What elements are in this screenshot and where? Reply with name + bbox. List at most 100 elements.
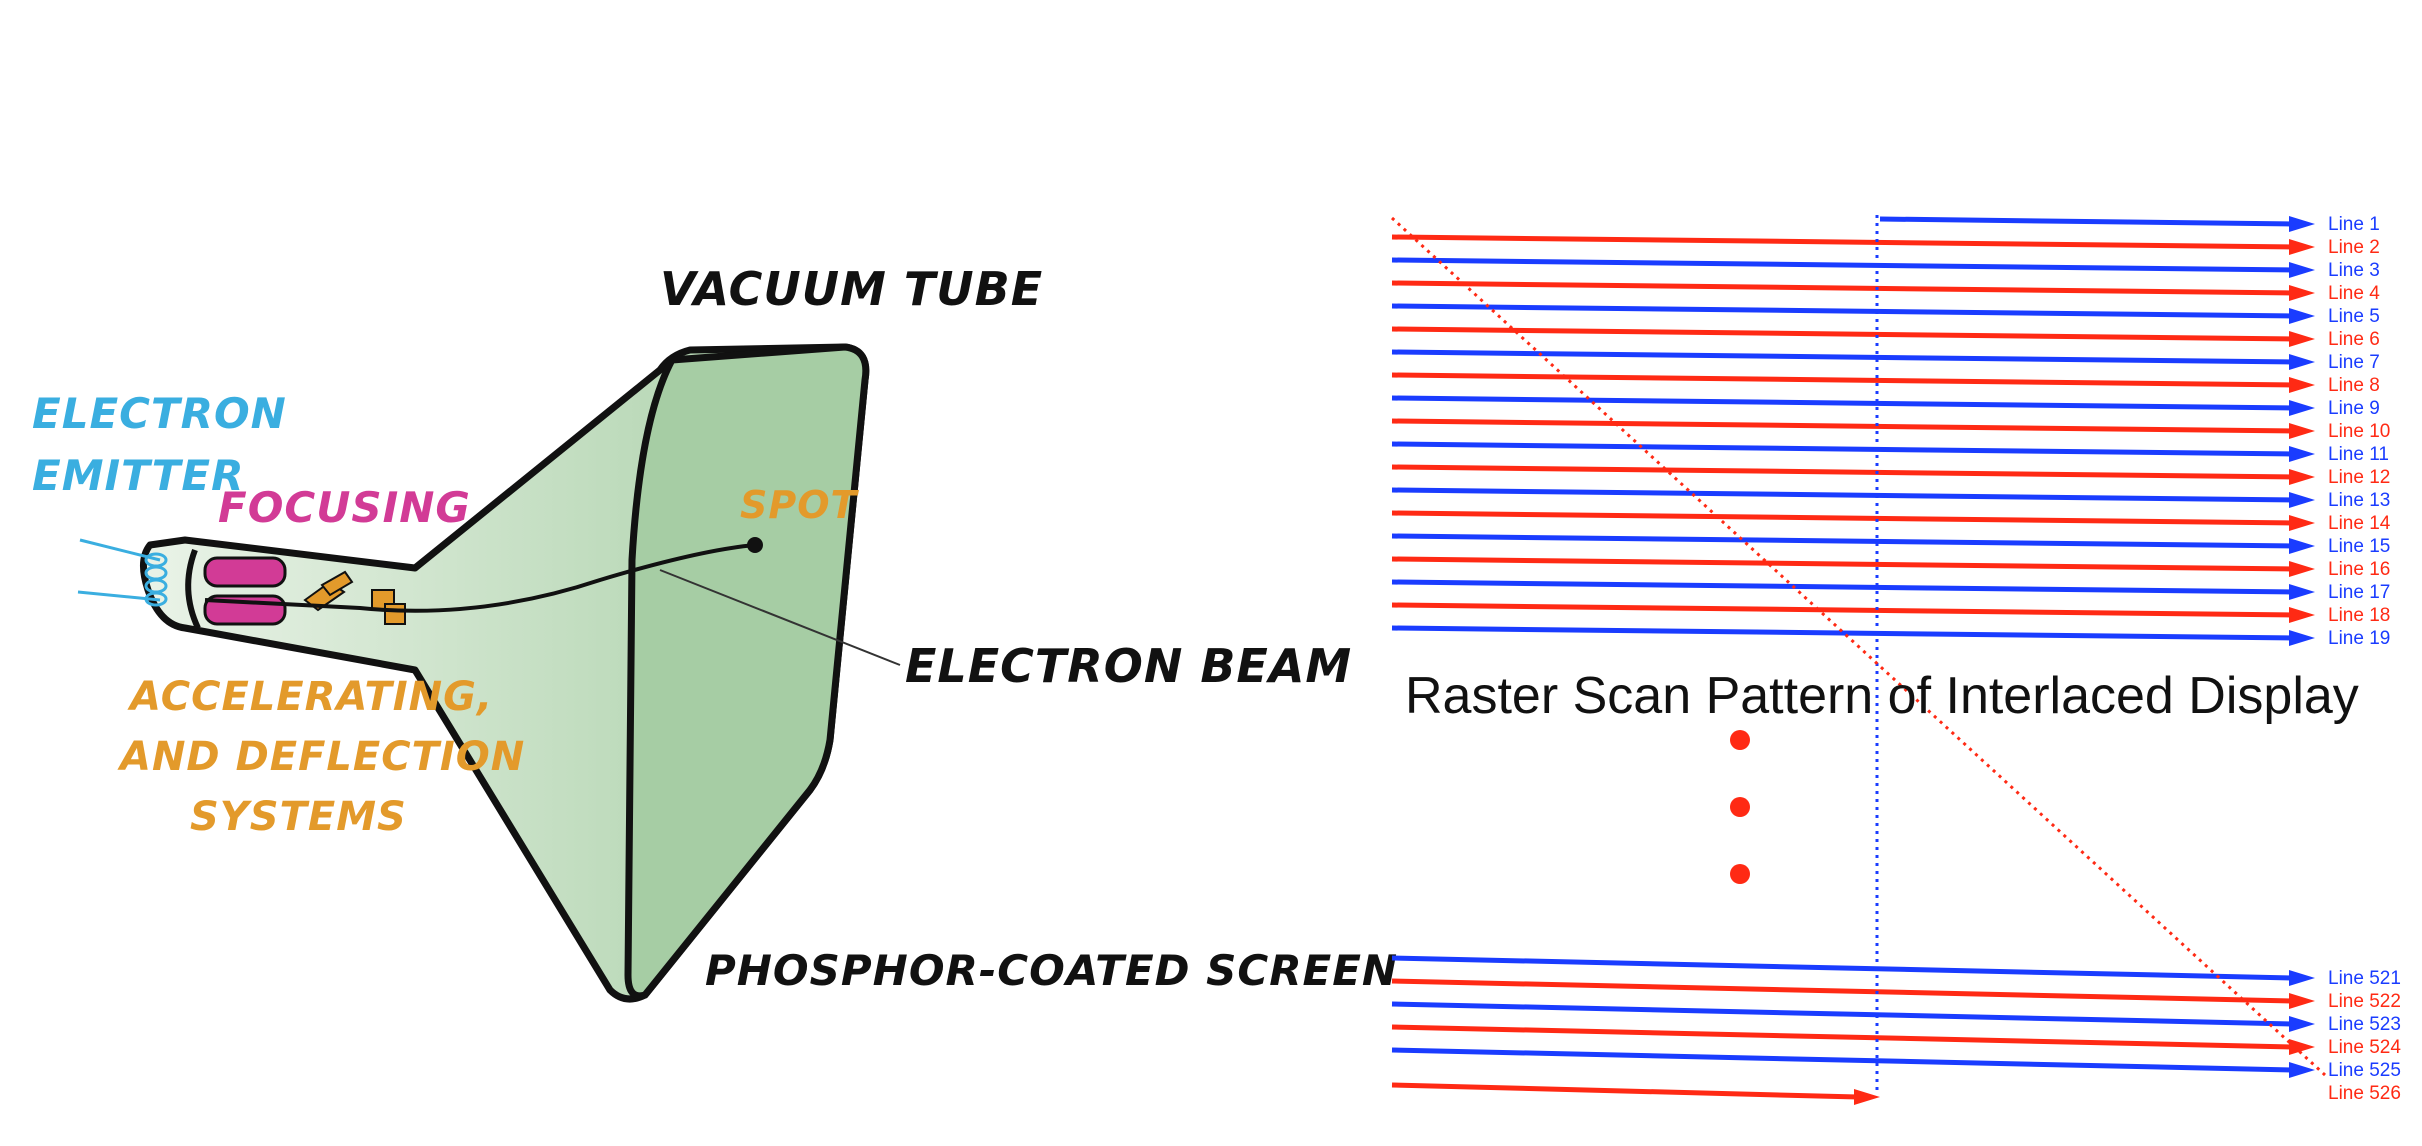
- electron-beam-path: [204, 543, 756, 613]
- scan-line-arrowhead: [2289, 377, 2315, 393]
- vacuum-tube-label: VACUUM TUBE: [660, 262, 1043, 316]
- scan-line-label: Line 12: [2328, 467, 2390, 488]
- scan-line-arrowhead: [2289, 216, 2315, 232]
- electron-emitter-label-line1: ELECTRON: [32, 389, 287, 438]
- scan-line: [1391, 395, 2294, 411]
- scan-line: [1391, 602, 2294, 618]
- accelerating-label-line1: ACCELERATING,: [127, 674, 493, 720]
- scan-line: [1391, 372, 2294, 388]
- scan-line-arrowhead: [2289, 239, 2315, 255]
- phosphor-screen: [624, 343, 870, 1000]
- accelerating-label-line2: AND DEFLECTION: [117, 734, 525, 780]
- scan-line: [1391, 556, 2294, 572]
- scan-line-label: Line 524: [2328, 1037, 2401, 1058]
- scan-line-label: Line 9: [2328, 398, 2380, 419]
- scan-line-arrowhead: [2289, 262, 2315, 278]
- scan-line-arrowhead: [2289, 584, 2315, 600]
- scan-line-arrowhead: [2289, 1039, 2315, 1055]
- tube-neck-ring: [185, 548, 201, 630]
- crt-diagram: VACUUM TUBE ELECTRON EMITTER FOCUSING SP…: [32, 262, 1398, 1003]
- scan-line: [1391, 487, 2294, 503]
- scan-line-arrowhead: [2289, 515, 2315, 531]
- scan-line: [1391, 280, 2294, 296]
- scan-line-arrowhead: [2289, 1062, 2315, 1078]
- scan-line-label: Line 2: [2328, 237, 2380, 258]
- scan-line-arrowhead: [2289, 354, 2315, 370]
- scan-line-label: Line 10: [2328, 421, 2390, 442]
- scan-line: [1879, 216, 2294, 227]
- scan-line-arrowhead: [2289, 561, 2315, 577]
- electron-emitter-coil: [144, 552, 168, 607]
- scan-line-label: Line 13: [2328, 490, 2390, 511]
- scan-line-arrowhead: [2289, 400, 2315, 416]
- scan-line-arrowhead: [2289, 607, 2315, 623]
- scan-line-arrowhead: [2289, 331, 2315, 347]
- scan-line-arrowhead: [2289, 538, 2315, 554]
- scan-line-label: Line 8: [2328, 375, 2380, 396]
- raster-title: Raster Scan Pattern of Interlaced Displa…: [1405, 667, 2359, 725]
- scan-line-label: Line 14: [2328, 513, 2391, 534]
- scan-line: [1391, 579, 2294, 595]
- scan-line: [1391, 326, 2294, 342]
- scan-line: [1391, 1082, 1859, 1100]
- scan-line-label: Line 6: [2328, 329, 2380, 350]
- scan-line-arrowhead: [2289, 993, 2315, 1009]
- scan-line-arrowhead: [2289, 492, 2315, 508]
- scan-line: [1391, 955, 2294, 981]
- scan-line: [1391, 510, 2294, 526]
- scan-line: [1391, 1024, 2294, 1050]
- electron-beam-leader: [659, 569, 901, 666]
- scan-line-label: Line 525: [2328, 1060, 2401, 1081]
- scan-line-arrowhead: [2289, 446, 2315, 462]
- diagonal-retrace-line: [1390, 216, 2327, 1077]
- ellipsis-dot: [1730, 864, 1750, 884]
- scan-line-arrowhead: [2289, 1016, 2315, 1032]
- scan-line-label: Line 18: [2328, 605, 2390, 626]
- scan-line-label: Line 15: [2328, 536, 2390, 557]
- ellipsis-dot: [1730, 797, 1750, 817]
- ellipsis-dot: [1730, 730, 1750, 750]
- scan-line-arrowhead: [2289, 423, 2315, 439]
- scan-line-label: Line 522: [2328, 991, 2401, 1012]
- scan-line-label: Line 5: [2328, 306, 2380, 327]
- phosphor-screen-label: PHOSPHOR-COATED SCREEN: [705, 946, 1398, 995]
- scan-line: [1391, 441, 2294, 457]
- scan-line-label: Line 1: [2328, 214, 2380, 235]
- accelerating-label-line3: SYSTEMS: [190, 794, 407, 840]
- scan-line: [1391, 533, 2294, 549]
- scan-line: [1391, 257, 2294, 273]
- scan-line: [1391, 625, 2294, 641]
- scan-line: [1391, 418, 2294, 434]
- focusing-label: FOCUSING: [218, 483, 471, 532]
- scan-line: [1391, 1001, 2294, 1027]
- spot-label: SPOT: [740, 483, 860, 527]
- scan-line-label: Line 521: [2328, 968, 2401, 989]
- scan-line-label: Line 3: [2328, 260, 2380, 281]
- scan-line-label: Line 16: [2328, 559, 2390, 580]
- electron-beam-label: ELECTRON BEAM: [905, 639, 1352, 693]
- scan-line-arrowhead: [2289, 469, 2315, 485]
- scan-line-label: Line 4: [2328, 283, 2380, 304]
- scan-line-arrowhead: [1854, 1089, 1880, 1105]
- scan-line-label: Line 11: [2328, 444, 2389, 465]
- scan-line-label: Line 526: [2328, 1083, 2401, 1104]
- scan-line-arrowhead: [2289, 630, 2315, 646]
- scan-line: [1391, 303, 2294, 319]
- scan-line-arrowhead: [2289, 970, 2315, 986]
- scan-line: [1391, 234, 2294, 250]
- spot-dot: [747, 537, 763, 553]
- electron-emitter-label-line2: EMITTER: [32, 451, 244, 500]
- scan-line: [1391, 978, 2294, 1004]
- scan-line: [1391, 349, 2294, 365]
- scan-line-label: Line 17: [2328, 582, 2390, 603]
- scan-line: [1391, 464, 2294, 480]
- scan-line-label: Line 19: [2328, 628, 2390, 649]
- scan-line: [1391, 1047, 2294, 1073]
- scan-line-arrowhead: [2289, 308, 2315, 324]
- scan-line-label: Line 7: [2328, 352, 2380, 373]
- scan-line-label: Line 523: [2328, 1014, 2401, 1035]
